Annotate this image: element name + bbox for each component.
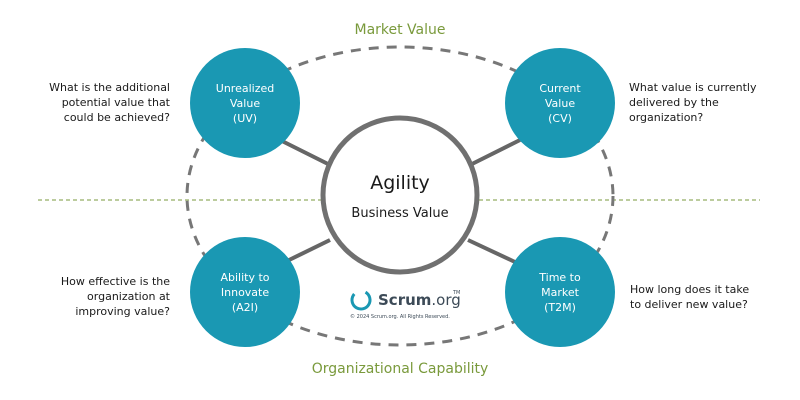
a2i-line1: Ability to [220, 270, 270, 284]
market-value-label: Market Value [354, 22, 446, 38]
uv-question-line2: potential value that [61, 96, 170, 109]
logo-trademark: TM [453, 290, 461, 296]
scrum-logo-icon [350, 289, 372, 311]
a2i-question-line3: improving value? [75, 305, 170, 318]
t2m-line1: Time to [539, 270, 581, 284]
logo-name: Scrum.org [378, 291, 461, 309]
t2m-question-line2: to deliver new value? [630, 298, 748, 311]
a2i-line2: Innovate [220, 285, 270, 299]
uv-question-line3: could be achieved? [63, 111, 170, 124]
cv-question-line2: delivered by the [629, 96, 719, 109]
center-circle [320, 115, 480, 275]
scrum-org-logo: Scrum.org TM © 2024 Scrum.org. All Right… [348, 288, 468, 324]
uv-question: What is the additional potential value t… [20, 80, 170, 125]
dashed-ellipse [185, 45, 615, 347]
logo-copyright: © 2024 Scrum.org. All Rights Reserved. [350, 314, 450, 320]
t2m-line3: (T2M) [544, 300, 576, 314]
cv-line1: Current [539, 81, 581, 95]
uv-line1: Unrealized [215, 81, 275, 95]
center-subtitle: Business Value [351, 206, 449, 221]
cv-question-line3: organization? [629, 111, 704, 124]
t2m-line2: Market [541, 285, 579, 299]
organizational-capability-label: Organizational Capability [311, 361, 489, 377]
a2i-question: How effective is the organization at imp… [20, 274, 170, 319]
uv-line3: (UV) [232, 111, 258, 125]
a2i-question-line1: How effective is the [60, 275, 170, 288]
current-value-circle: Current Value (CV) [505, 48, 615, 158]
connector-cv [469, 138, 521, 167]
unrealized-value-circle: Unrealized Value (UV) [190, 48, 300, 158]
connector-uv [279, 138, 331, 167]
logo-name-bold: Scrum [378, 291, 432, 309]
connector-a2i [284, 238, 331, 264]
t2m-question-line1: How long does it take [630, 283, 750, 296]
connector-t2m [467, 238, 516, 264]
t2m-question: How long does it take to deliver new val… [630, 282, 780, 312]
cv-question: What value is currently delivered by the… [629, 80, 779, 125]
uv-question-line1: What is the additional [49, 81, 170, 94]
logo-name-suffix: .org [431, 291, 461, 309]
time-to-market-circle: Time to Market (T2M) [505, 237, 615, 347]
center-title: Agility [370, 172, 430, 194]
cv-question-line1: What value is currently [629, 81, 757, 94]
uv-line2: Value [229, 96, 261, 110]
a2i-question-line2: organization at [87, 290, 170, 303]
cv-line3: (CV) [548, 111, 572, 125]
ability-to-innovate-circle: Ability to Innovate (A2I) [190, 237, 300, 347]
a2i-line3: (A2I) [231, 300, 259, 314]
cv-line2: Value [544, 96, 576, 110]
